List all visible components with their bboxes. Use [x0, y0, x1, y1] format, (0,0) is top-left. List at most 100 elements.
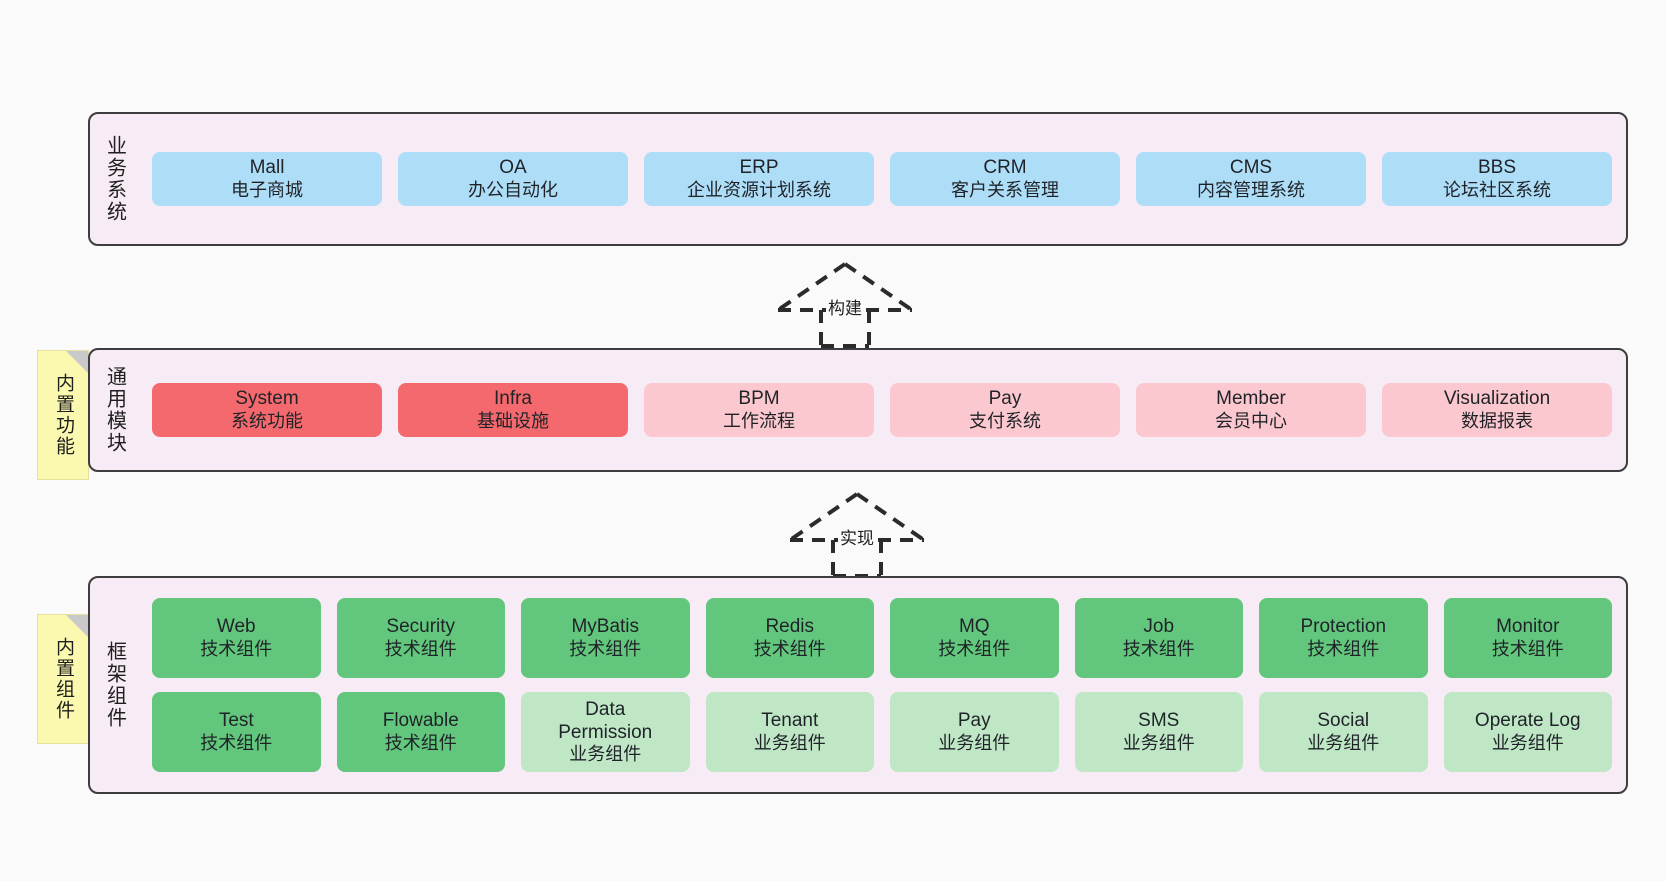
- card-title: Social: [1317, 710, 1370, 732]
- card-test[interactable]: Test 技术组件: [152, 692, 321, 772]
- card-subtitle: 业务组件: [938, 732, 1011, 753]
- card-tenant[interactable]: Tenant 业务组件: [705, 692, 874, 772]
- card-subtitle: 数据报表: [1461, 410, 1533, 431]
- card-subtitle: 技术组件: [1491, 638, 1564, 659]
- card-subtitle: 技术组件: [200, 732, 273, 753]
- note-fold-corner-icon: [66, 615, 88, 637]
- card-subtitle: 业务组件: [1122, 732, 1195, 753]
- card-bbs[interactable]: BBS 论坛社区系统: [1382, 152, 1612, 206]
- layer-body-business-system: Mall 电子商城 OA 办公自动化 ERP 企业资源计划系统 CRM 客户关系…: [138, 114, 1626, 244]
- card-subtitle: 系统功能: [231, 410, 303, 431]
- layer-framework-component: 框架组件 Web 技术组件 Security 技术组件 MyBatis 技术组件…: [88, 576, 1628, 794]
- card-title: MQ: [958, 616, 990, 638]
- card-subtitle: 业务组件: [569, 744, 642, 765]
- card-row: Web 技术组件 Security 技术组件 MyBatis 技术组件 Redi…: [152, 598, 1612, 678]
- card-title: Flowable: [382, 710, 459, 732]
- card-subtitle: 会员中心: [1215, 410, 1287, 431]
- card-pay[interactable]: Pay 支付系统: [890, 383, 1120, 437]
- arrow-implement: 实现: [772, 488, 942, 578]
- layer-title-framework-component: 框架组件: [103, 641, 126, 729]
- note-fold-corner-icon: [66, 351, 88, 373]
- layer-body-common-module: System 系统功能 Infra 基础设施 BPM 工作流程 Pay 支付系统…: [138, 350, 1626, 470]
- card-title: Test: [218, 710, 254, 732]
- card-monitor[interactable]: Monitor 技术组件: [1443, 598, 1612, 678]
- card-bpm[interactable]: BPM 工作流程: [644, 383, 874, 437]
- card-title: BPM: [738, 388, 780, 410]
- card-title: Member: [1216, 388, 1286, 410]
- card-redis[interactable]: Redis 技术组件: [705, 598, 874, 678]
- card-subtitle: 业务组件: [1307, 732, 1380, 753]
- card-sms[interactable]: SMS 业务组件: [1074, 692, 1243, 772]
- arrow-implement-label: 实现: [838, 524, 876, 549]
- sticky-note-label: 内置功能: [52, 373, 74, 457]
- card-flowable[interactable]: Flowable 技术组件: [336, 692, 505, 772]
- card-subtitle: 技术组件: [384, 732, 457, 753]
- card-subtitle: 技术组件: [753, 638, 826, 659]
- card-subtitle: 技术组件: [938, 638, 1011, 659]
- card-subtitle: 技术组件: [1122, 638, 1195, 659]
- card-title: System: [235, 388, 299, 410]
- layer-title-common-module: 通用模块: [103, 366, 126, 454]
- card-mq[interactable]: MQ 技术组件: [890, 598, 1059, 678]
- card-cms[interactable]: CMS 内容管理系统: [1136, 152, 1366, 206]
- sticky-note-builtin-components: 内置组件: [37, 614, 89, 744]
- card-title: OA: [499, 157, 527, 179]
- card-pay-component[interactable]: Pay 业务组件: [890, 692, 1059, 772]
- card-subtitle: 论坛社区系统: [1443, 179, 1551, 200]
- card-subtitle: 技术组件: [569, 638, 642, 659]
- card-title: Job: [1143, 616, 1175, 638]
- card-title: Mall: [249, 157, 285, 179]
- card-title: BBS: [1477, 157, 1517, 179]
- card-subtitle: 办公自动化: [468, 179, 558, 200]
- card-subtitle: 客户关系管理: [951, 179, 1059, 200]
- card-title: SMS: [1138, 710, 1180, 732]
- card-mall[interactable]: Mall 电子商城: [152, 152, 382, 206]
- card-subtitle: 工作流程: [723, 410, 795, 431]
- card-system[interactable]: System 系统功能: [152, 383, 382, 437]
- card-title: Operate Log: [1474, 710, 1581, 732]
- card-title: Security: [386, 616, 456, 638]
- card-title: Visualization: [1443, 388, 1551, 410]
- card-row: Test 技术组件 Flowable 技术组件 Data Permission …: [152, 692, 1612, 772]
- card-title: Tenant: [761, 710, 819, 732]
- sticky-note-label: 内置组件: [52, 637, 74, 721]
- card-member[interactable]: Member 会员中心: [1136, 383, 1366, 437]
- layer-common-module: 通用模块 System 系统功能 Infra 基础设施 BPM 工作流程 Pay…: [88, 348, 1628, 472]
- arrow-build-label: 构建: [826, 294, 864, 319]
- card-subtitle: 业务组件: [1491, 732, 1564, 753]
- card-title: Monitor: [1496, 616, 1560, 638]
- card-row: Mall 电子商城 OA 办公自动化 ERP 企业资源计划系统 CRM 客户关系…: [152, 152, 1612, 206]
- card-title: Pay: [957, 710, 991, 732]
- card-visualization[interactable]: Visualization 数据报表: [1382, 383, 1612, 437]
- card-title: Web: [216, 616, 256, 638]
- card-subtitle: 技术组件: [384, 638, 457, 659]
- card-mybatis[interactable]: MyBatis 技术组件: [521, 598, 690, 678]
- card-social[interactable]: Social 业务组件: [1259, 692, 1428, 772]
- layer-business-system: 业务系统 Mall 电子商城 OA 办公自动化 ERP 企业资源计划系统 CRM…: [88, 112, 1628, 246]
- card-job[interactable]: Job 技术组件: [1074, 598, 1243, 678]
- card-subtitle: 技术组件: [200, 638, 273, 659]
- card-infra[interactable]: Infra 基础设施: [398, 383, 628, 437]
- card-subtitle: 业务组件: [753, 732, 826, 753]
- arrow-build: 构建: [760, 258, 930, 348]
- layer-body-framework-component: Web 技术组件 Security 技术组件 MyBatis 技术组件 Redi…: [138, 578, 1626, 792]
- card-title: Infra: [493, 388, 533, 410]
- card-data-permission[interactable]: Data Permission 业务组件: [521, 692, 690, 772]
- card-protection[interactable]: Protection 技术组件: [1259, 598, 1428, 678]
- card-title: Pay: [988, 388, 1022, 410]
- card-operate-log[interactable]: Operate Log 业务组件: [1443, 692, 1612, 772]
- card-erp[interactable]: ERP 企业资源计划系统: [644, 152, 874, 206]
- card-title: Data Permission: [558, 698, 653, 744]
- card-crm[interactable]: CRM 客户关系管理: [890, 152, 1120, 206]
- card-title: CRM: [983, 157, 1027, 179]
- card-security[interactable]: Security 技术组件: [336, 598, 505, 678]
- card-web[interactable]: Web 技术组件: [152, 598, 321, 678]
- card-row: System 系统功能 Infra 基础设施 BPM 工作流程 Pay 支付系统…: [152, 383, 1612, 437]
- sticky-note-builtin-features: 内置功能: [37, 350, 89, 480]
- card-title: ERP: [739, 157, 779, 179]
- card-oa[interactable]: OA 办公自动化: [398, 152, 628, 206]
- card-subtitle: 企业资源计划系统: [687, 179, 831, 200]
- card-title: CMS: [1229, 157, 1273, 179]
- card-title: MyBatis: [571, 616, 640, 638]
